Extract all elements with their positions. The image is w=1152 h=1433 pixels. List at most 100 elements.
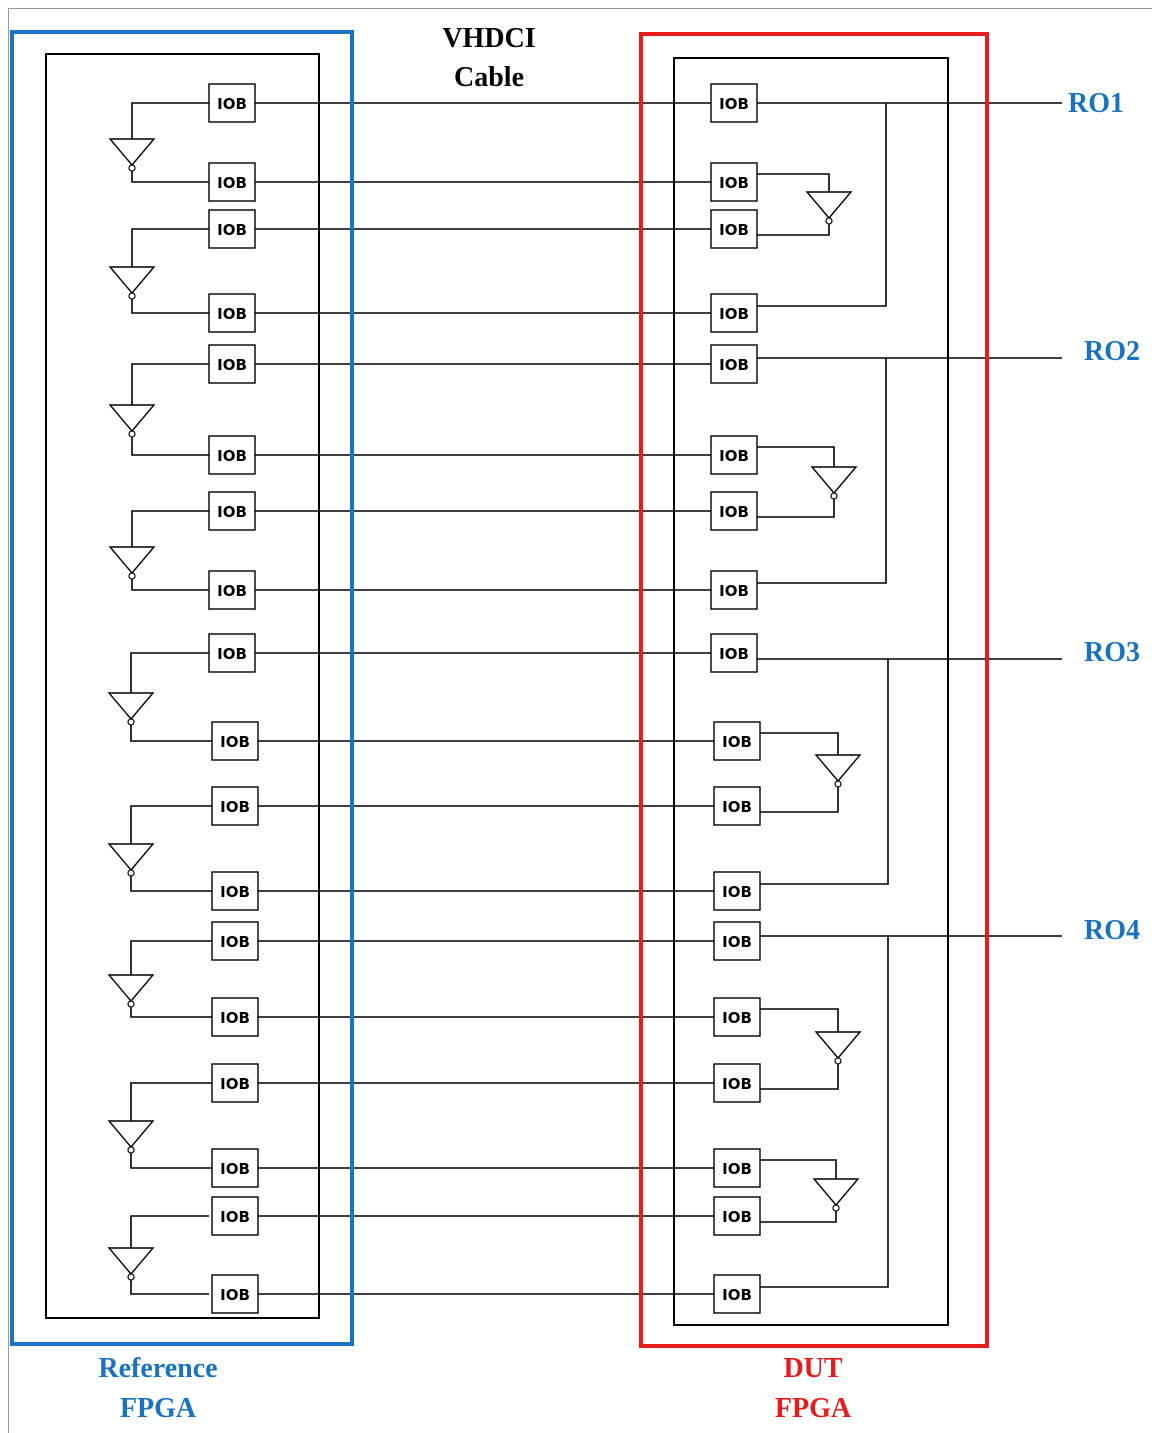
reference-inverter-bubble bbox=[128, 430, 136, 438]
page-border-top bbox=[8, 8, 1152, 9]
reference-iob-2-label: IOB bbox=[217, 174, 247, 192]
dut-iob-1-label: IOB bbox=[719, 95, 749, 113]
reference-chip-box bbox=[45, 53, 320, 1319]
reference-fpga-border bbox=[10, 30, 354, 1346]
dut-iob-5-label: IOB bbox=[719, 356, 749, 374]
reference-stage-wire-out bbox=[130, 1153, 212, 1169]
dut-iob-12-box bbox=[713, 871, 761, 911]
reference-iob-15-box bbox=[211, 1063, 259, 1103]
output-label-ro2: RO2 bbox=[1084, 336, 1140, 367]
reference-stage-wire-in bbox=[130, 1215, 209, 1248]
dut-iob-16-box bbox=[713, 1148, 761, 1188]
dut-label-line1: DUT bbox=[783, 1353, 842, 1384]
dut-iob-3-label: IOB bbox=[719, 221, 749, 239]
dut-stage-wire-in bbox=[757, 732, 839, 755]
dut-iob-18-label: IOB bbox=[722, 1286, 752, 1304]
reference-inverter-triangle bbox=[107, 974, 155, 1003]
reference-inverter-triangle bbox=[108, 546, 156, 575]
reference-stage-wire-in bbox=[130, 1082, 212, 1121]
reference-stage-wire-in bbox=[130, 652, 212, 693]
reference-iob-1-box bbox=[208, 83, 256, 123]
reference-iob-13-box bbox=[211, 921, 259, 961]
reference-stage-wire-out bbox=[130, 725, 212, 742]
reference-iob-14-label: IOB bbox=[220, 1009, 250, 1027]
reference-inverter-bubble bbox=[127, 718, 135, 726]
dut-inverter-bubble bbox=[834, 1057, 842, 1065]
dut-inverter-triangle bbox=[814, 1031, 862, 1060]
reference-stage-wire-out bbox=[130, 1007, 212, 1018]
reference-iob-3-label: IOB bbox=[217, 221, 247, 239]
dut-iob-15-box bbox=[713, 1063, 761, 1103]
reference-iob-5-label: IOB bbox=[217, 356, 247, 374]
dut-label-line2: FPGA bbox=[775, 1393, 852, 1424]
reference-iob-12-box bbox=[211, 871, 259, 911]
reference-inverter-bubble bbox=[128, 572, 136, 580]
dut-iob-2-box bbox=[710, 162, 758, 202]
dut-iob-6-label: IOB bbox=[719, 447, 749, 465]
dut-stage-wire-out bbox=[757, 1062, 839, 1090]
dut-stage-wire-out bbox=[757, 1209, 837, 1223]
dut-stage-wire-out bbox=[757, 497, 835, 518]
reference-iob-18-box bbox=[211, 1274, 259, 1314]
reference-label-line1: Reference bbox=[98, 1353, 217, 1384]
reference-iob-6-box bbox=[208, 435, 256, 475]
reference-iob-17-box bbox=[211, 1196, 259, 1236]
blocks-layer: IOB IOB IOB IOB IOB IOB IOB IOB IOB IOB IOB IOB IOB I… bbox=[208, 83, 761, 1314]
reference-iob-10-box bbox=[211, 721, 259, 761]
reference-iob-2-box bbox=[208, 162, 256, 202]
dut-stage-wire-in bbox=[757, 1008, 839, 1032]
reference-iob-9-box bbox=[208, 633, 256, 673]
cable-label-line1: VHDCI bbox=[442, 23, 535, 54]
dut-iob-11-label: IOB bbox=[722, 798, 752, 816]
reference-inverter-triangle bbox=[108, 138, 156, 167]
ring-feedback-wire bbox=[757, 103, 887, 307]
gates-layer bbox=[107, 138, 862, 1281]
dut-iob-3-box bbox=[710, 209, 758, 249]
ring-feedback-wire bbox=[757, 358, 887, 584]
reference-iob-8-box bbox=[208, 570, 256, 610]
dut-inverter-bubble bbox=[832, 1204, 840, 1212]
dut-iob-7-box bbox=[710, 491, 758, 531]
dut-iob-13-box bbox=[713, 921, 761, 961]
dut-stage-wire-out bbox=[757, 222, 830, 236]
reference-iob-16-label: IOB bbox=[220, 1160, 250, 1178]
reference-inverter-triangle bbox=[107, 843, 155, 872]
reference-iob-7-label: IOB bbox=[217, 503, 247, 521]
reference-inverter-bubble bbox=[128, 292, 136, 300]
dut-fpga-border bbox=[639, 32, 989, 1348]
reference-iob-1-label: IOB bbox=[217, 95, 247, 113]
dut-iob-17-box bbox=[713, 1196, 761, 1236]
reference-iob-9-label: IOB bbox=[217, 645, 247, 663]
dut-iob-10-box bbox=[713, 721, 761, 761]
dut-inverter-triangle bbox=[810, 466, 858, 495]
reference-inverter-bubble bbox=[127, 1273, 135, 1281]
reference-label-line2: FPGA bbox=[120, 1393, 197, 1424]
reference-stage-wire-in bbox=[131, 228, 209, 267]
reference-inverter-triangle bbox=[107, 692, 155, 721]
wires-layer bbox=[130, 102, 1062, 1295]
reference-iob-10-label: IOB bbox=[220, 733, 250, 751]
reference-iob-11-box bbox=[211, 786, 259, 826]
dut-iob-17-label: IOB bbox=[722, 1208, 752, 1226]
dut-inverter-bubble bbox=[825, 217, 833, 225]
reference-iob-13-label: IOB bbox=[220, 933, 250, 951]
reference-iob-17-label: IOB bbox=[220, 1208, 250, 1226]
reference-stage-wire-out bbox=[131, 299, 209, 314]
dut-iob-5-box bbox=[710, 344, 758, 384]
dut-iob-4-label: IOB bbox=[719, 305, 749, 323]
reference-iob-12-label: IOB bbox=[220, 883, 250, 901]
dut-iob-14-box bbox=[713, 997, 761, 1037]
reference-iob-11-label: IOB bbox=[220, 798, 250, 816]
dut-inverter-triangle bbox=[812, 1178, 860, 1207]
dut-iob-15-label: IOB bbox=[722, 1075, 752, 1093]
dut-inverter-triangle bbox=[805, 191, 853, 220]
reference-stage-wire-in bbox=[130, 805, 212, 844]
dut-iob-9-label: IOB bbox=[719, 645, 749, 663]
reference-stage-wire-out bbox=[131, 579, 209, 591]
reference-iob-4-label: IOB bbox=[217, 305, 247, 323]
dut-inverter-bubble bbox=[830, 492, 838, 500]
dut-iob-7-label: IOB bbox=[719, 503, 749, 521]
reference-stage-wire-in bbox=[130, 940, 212, 975]
reference-stage-wire-in bbox=[131, 510, 209, 547]
